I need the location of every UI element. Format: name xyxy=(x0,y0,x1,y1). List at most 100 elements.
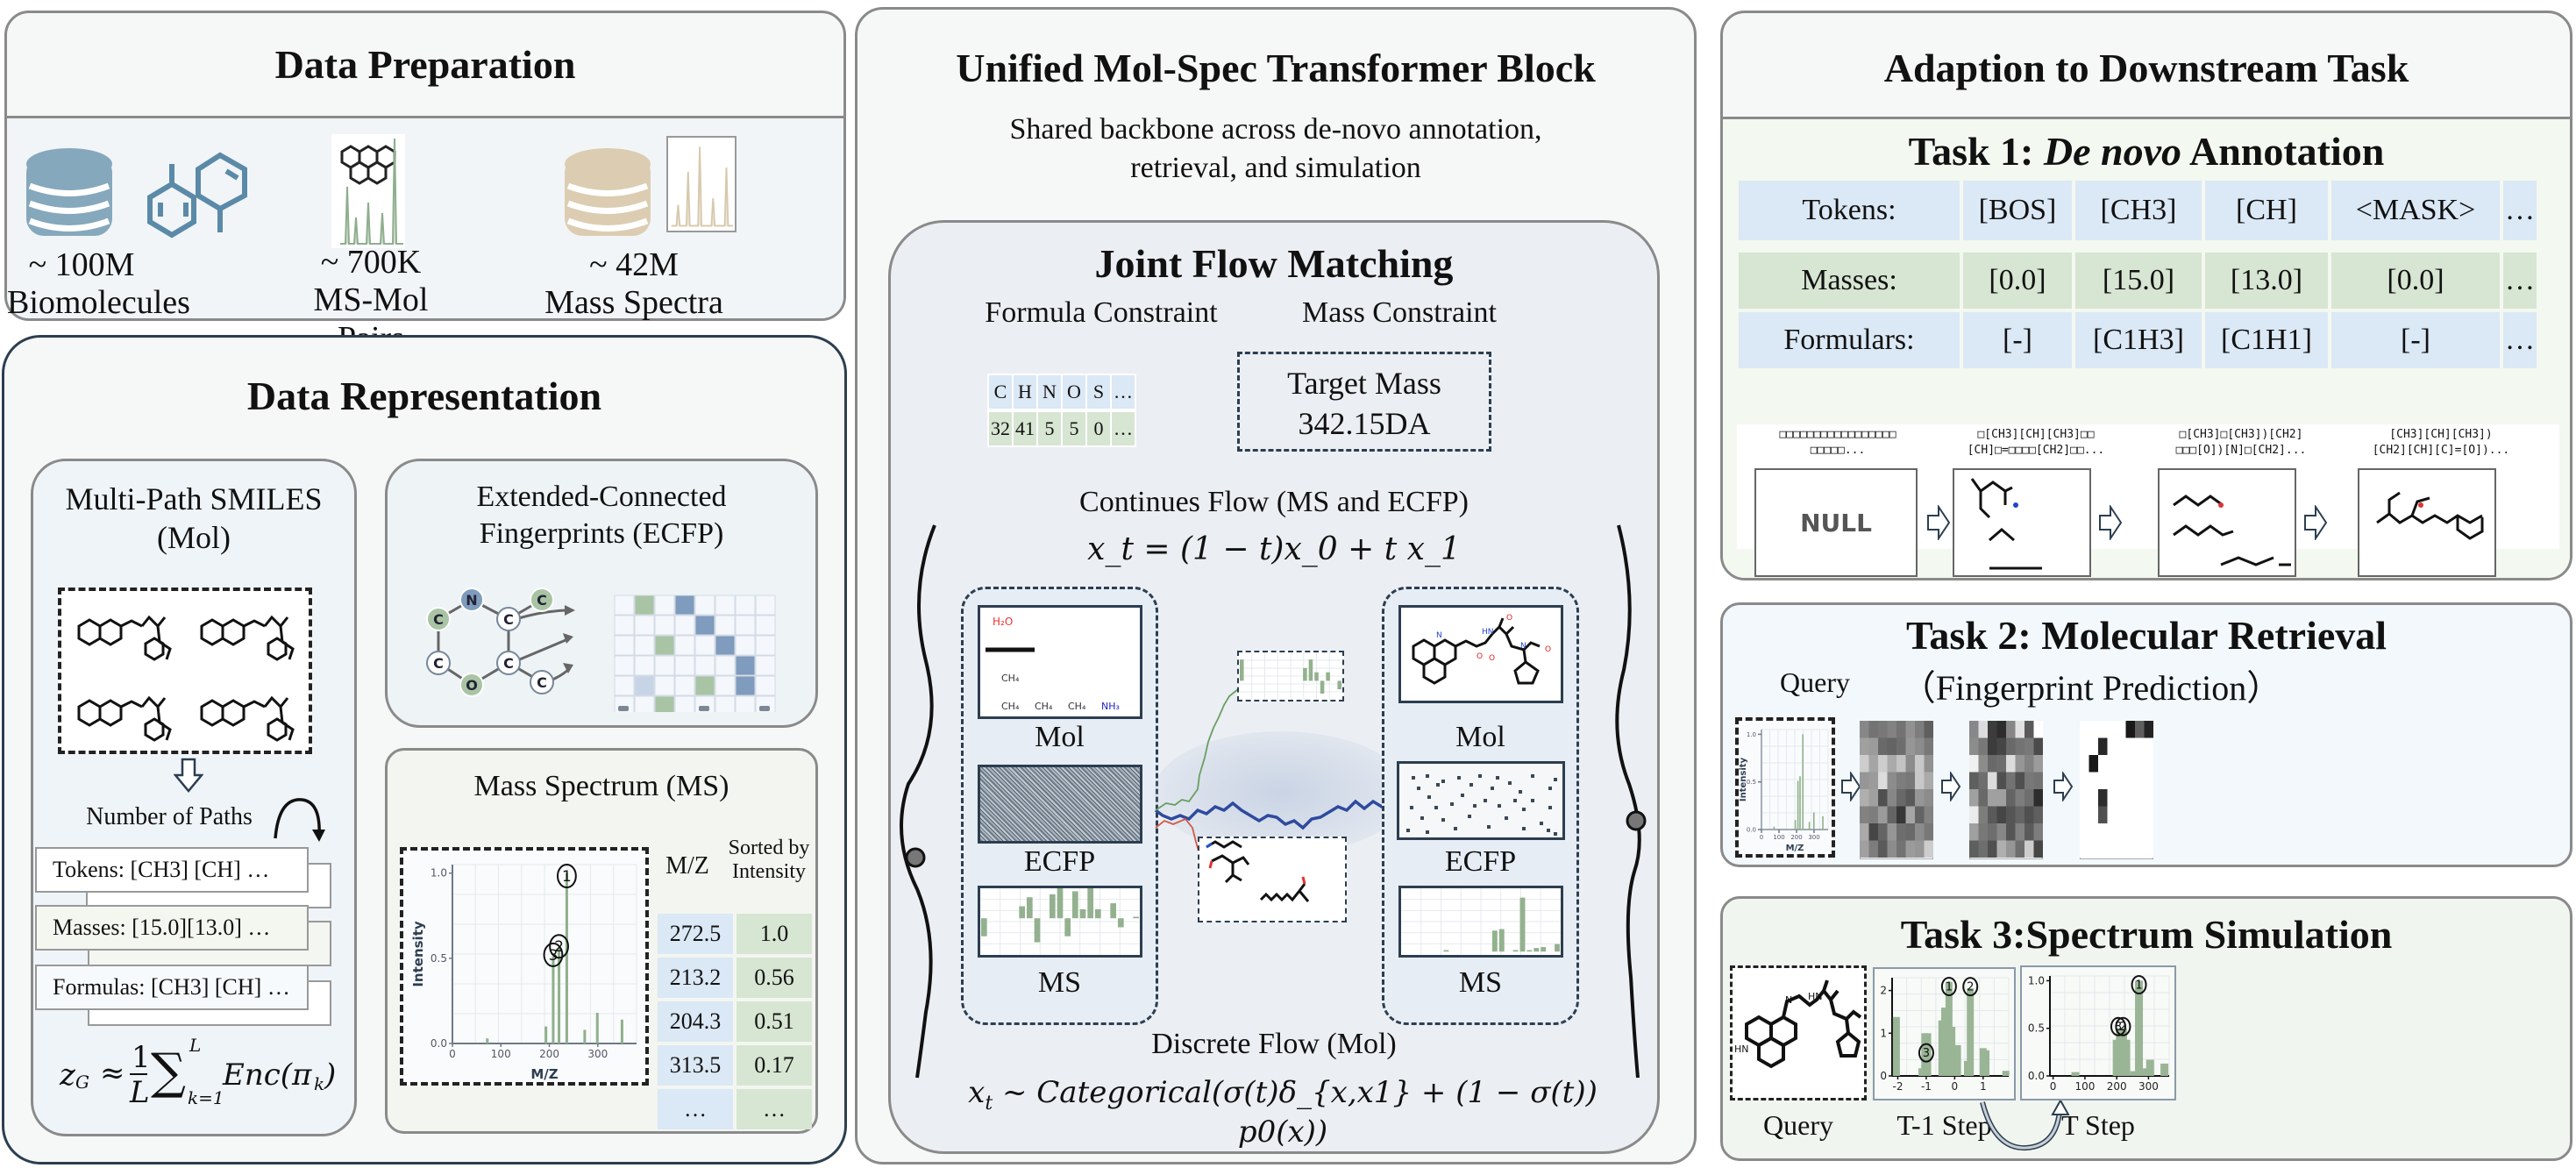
svg-text:C: C xyxy=(537,592,547,609)
joint-flow-matching-panel: Joint Flow Matching Formula Constraint M… xyxy=(888,220,1660,1154)
intermediate-fragments xyxy=(1206,840,1310,902)
svg-text:N: N xyxy=(1785,994,1792,1006)
bond xyxy=(2173,524,2234,537)
ecfp-bit-dot xyxy=(1540,822,1543,825)
fingerprint-bit xyxy=(2006,755,2016,773)
fingerprint-bit xyxy=(1887,806,1896,823)
fingerprint-bit xyxy=(2117,789,2126,807)
target-mass-value: 342.15DA xyxy=(1298,406,1431,441)
data-representation-panel: Data Representation Multi-Path SMILES (M… xyxy=(2,335,847,1164)
ecfp-bit-dot xyxy=(1478,774,1482,778)
bar xyxy=(2145,1059,2154,1076)
peak-annotation-circle xyxy=(2110,1016,2126,1036)
ecfp-bit-dot xyxy=(1548,787,1552,790)
task1-title: Task 1: De novo Annotation xyxy=(1908,129,2385,174)
fingerprint-bit xyxy=(2033,840,2043,858)
fingerprint-bit xyxy=(2015,721,2025,738)
step-caption-line1: □[CH3]□[CH3])[CH2] xyxy=(2179,428,2303,441)
task2-query-label: Query xyxy=(1780,666,1850,698)
fingerprint-bit xyxy=(2117,755,2126,773)
fingerprint-bit xyxy=(2025,789,2034,807)
fingerprint-bit xyxy=(2015,755,2025,773)
bar xyxy=(1808,822,1811,830)
ecfp-bit-dot xyxy=(1406,829,1410,832)
element-cell: O xyxy=(1063,375,1085,409)
bar xyxy=(981,918,987,937)
svg-text:O: O xyxy=(1489,654,1495,663)
y-axis-label: Intensity xyxy=(410,921,426,987)
ecfp-bit-dot xyxy=(1505,816,1508,820)
svg-text:N: N xyxy=(466,592,477,609)
fingerprint-bit xyxy=(2098,737,2108,755)
ecfp-bit-dot xyxy=(1498,804,1501,808)
bar xyxy=(1797,780,1799,830)
ecfp-panel: Extended-Connected Fingerprints (ECFP) C… xyxy=(385,459,818,728)
step-structure-box xyxy=(2158,468,2296,577)
peak-annotation-circle xyxy=(1962,977,1979,997)
x-tick-label: 100 xyxy=(2074,1080,2095,1093)
fingerprint-bit xyxy=(1887,823,1896,841)
bar xyxy=(1337,680,1341,690)
smiles-title-line1: Multi-Path SMILES xyxy=(65,481,323,516)
table-cell: [-] xyxy=(1963,312,2072,368)
row-header: Tokens: xyxy=(1739,181,1960,240)
fingerprint-bit xyxy=(2125,737,2135,755)
target-mol-label: Mol xyxy=(1455,721,1505,753)
peak-annotation-circle xyxy=(557,864,577,888)
transformer-block-title: Unified Mol-Spec Transformer Block xyxy=(956,46,1596,90)
fingerprint-bit xyxy=(2080,755,2089,773)
molecule-spectrum-icon xyxy=(331,134,405,248)
y-tick-label: 1.0 xyxy=(1747,731,1756,738)
x-tick-label: -2 xyxy=(1893,1080,1904,1093)
ecfp-bit xyxy=(735,595,756,616)
continuous-flow-label: Continues Flow (MS and ECFP) xyxy=(1079,486,1469,518)
fingerprint-bit xyxy=(2135,823,2145,841)
data-representation-title: Data Representation xyxy=(246,374,602,418)
bar xyxy=(1802,734,1804,830)
ecfp-bit-dot xyxy=(1461,794,1464,797)
ecfp-bit xyxy=(755,635,776,656)
bar xyxy=(595,1013,599,1043)
fingerprint-bit xyxy=(1996,772,2006,789)
right-arrow-icon xyxy=(1927,505,1951,540)
tokens-card: Tokens: [CH3] [CH] … xyxy=(35,847,309,893)
x-tick-label: 100 xyxy=(1773,834,1784,841)
bar xyxy=(1953,1044,1961,1076)
y-tick-label: 1 xyxy=(1880,1027,1887,1039)
fingerprint-bit xyxy=(1996,823,2006,841)
step-caption-line2: □□□[O])[N]□[CH2]... xyxy=(2175,444,2307,457)
fingerprint-bit xyxy=(2080,823,2089,841)
peak-annotation-circle xyxy=(543,942,564,967)
bar xyxy=(583,1029,587,1043)
bar xyxy=(1526,950,1533,952)
ecfp-bit xyxy=(715,595,736,616)
fingerprint-bit xyxy=(2006,737,2016,755)
annotation-table-body: Tokens:[BOS][CH3][CH]<MASK>…Masses:[0.0]… xyxy=(1739,181,2545,374)
fingerprint-bit xyxy=(2135,789,2145,807)
fingerprint-bit xyxy=(2025,737,2034,755)
bar xyxy=(1534,948,1540,952)
fingerprint-bit xyxy=(1896,823,1906,841)
ecfp-bit-dot xyxy=(1426,774,1429,778)
intermediate-ms-image xyxy=(1237,651,1344,702)
fingerprint-bit xyxy=(1978,806,1988,823)
x-tick-label: 300 xyxy=(2138,1080,2159,1093)
fingerprint-bit xyxy=(2107,789,2117,807)
mass-spectra-label: Mass Spectra xyxy=(544,284,723,321)
ecfp-bit-dot xyxy=(1531,799,1534,802)
bit-marker xyxy=(699,706,709,711)
fingerprint-bit xyxy=(2144,823,2153,841)
fingerprint-bit xyxy=(2080,772,2089,789)
fingerprint-bit xyxy=(2080,721,2089,738)
ecfp-bit xyxy=(755,615,776,636)
peak-annotation-label: 2 xyxy=(1967,981,1974,994)
intensity-cell: 0.56 xyxy=(737,958,812,998)
ecfp-bit xyxy=(755,655,776,676)
ecfp-bit xyxy=(634,695,655,712)
bar xyxy=(1491,930,1498,952)
ecfp-title-line2: Fingerprints (ECFP) xyxy=(479,517,724,550)
x-tick-label: 0 xyxy=(1760,834,1763,841)
